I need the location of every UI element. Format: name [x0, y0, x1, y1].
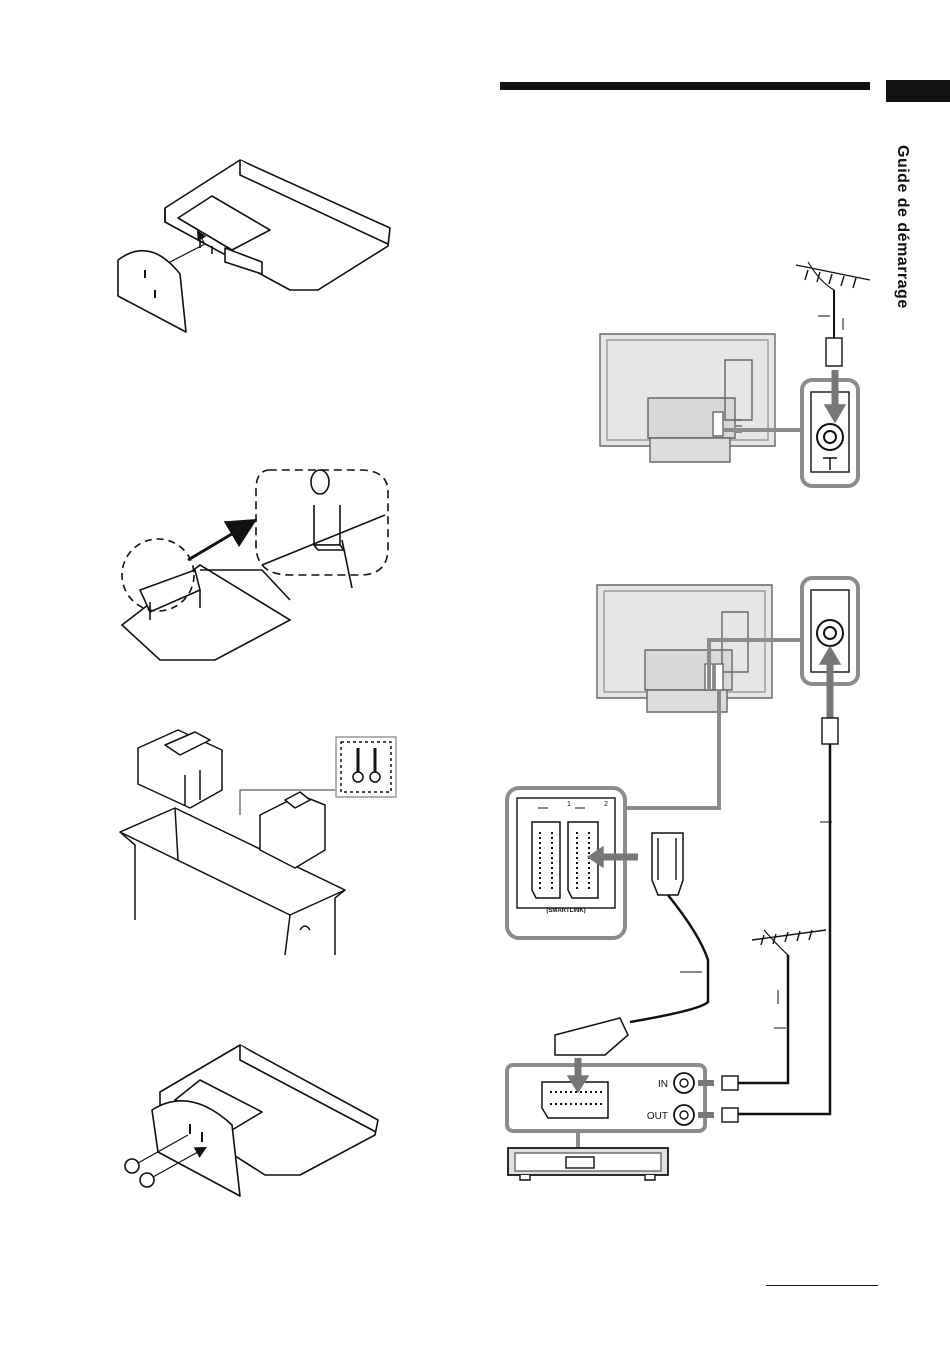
screw-illustration	[125, 1045, 378, 1196]
box-illustration	[120, 730, 396, 955]
vcr-in-label: IN	[658, 1079, 668, 1090]
smartlink-label: (SMARTLINK)	[546, 908, 585, 914]
vcr-connection-diagram	[507, 578, 858, 1180]
antenna-connection-diagram	[600, 262, 870, 486]
vcr-out-label: OUT	[647, 1111, 668, 1122]
stand-attach-illustration	[118, 160, 390, 332]
stand-detail-illustration	[122, 470, 388, 660]
scart-port-2-label: 2	[604, 801, 608, 808]
scart-port-1-label: 1	[567, 801, 571, 808]
